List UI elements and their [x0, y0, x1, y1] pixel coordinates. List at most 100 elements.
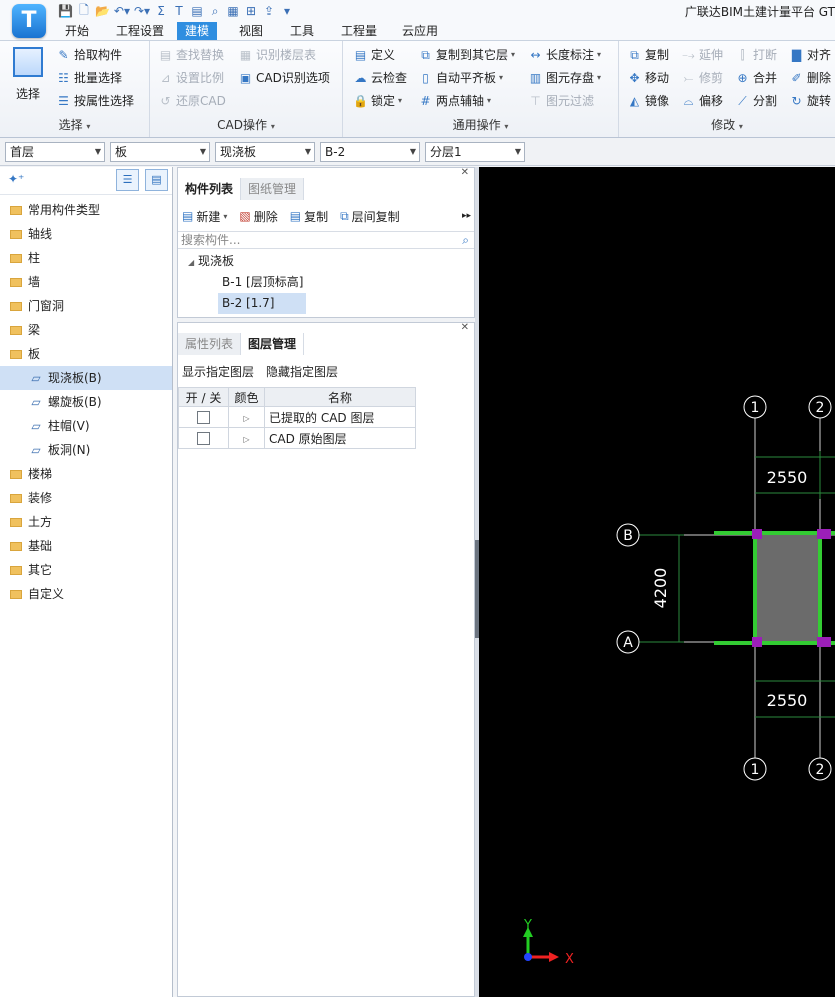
search-icon[interactable]: ⌕ [462, 233, 469, 247]
type-select[interactable]: 现浇板▼ [215, 142, 315, 162]
tree-folder-item[interactable]: 墙 [0, 270, 172, 294]
tree-child-item[interactable]: ▱板洞(N) [0, 438, 172, 462]
select-button[interactable]: 选择 [8, 45, 48, 109]
find-icon[interactable]: ⌕ [211, 3, 219, 18]
copy-between-floors-button[interactable]: ⧉层间复制 [340, 208, 400, 225]
new-button[interactable]: ▤新建▾ [182, 209, 228, 224]
export-icon[interactable]: ⇪ [264, 4, 275, 18]
restore-cad-button[interactable]: ↺还原CAD [158, 91, 225, 111]
close-icon[interactable]: ✕ [460, 322, 469, 333]
table-row[interactable]: ▷ CAD 原始图层 [178, 427, 416, 449]
layer-visibility-checkbox[interactable] [197, 432, 210, 445]
split-button[interactable]: ⟋分割 [735, 91, 777, 111]
slab-b2[interactable] [755, 535, 820, 642]
tab-start[interactable]: 开始 [65, 24, 90, 38]
tab-project-settings[interactable]: 工程设置 [116, 24, 165, 38]
column-1b[interactable] [752, 529, 762, 539]
component-item-b2[interactable]: B-2 [1.7] [218, 293, 306, 314]
tree-folder-item[interactable]: 柱 [0, 246, 172, 270]
save-icon[interactable]: 💾 [58, 4, 73, 18]
merge-button[interactable]: ⊕合并 [735, 68, 777, 88]
rotate-button[interactable]: ↻旋转 [789, 91, 831, 111]
text-icon[interactable]: T [175, 4, 183, 18]
tab-modeling[interactable]: 建模 [177, 22, 218, 40]
component-tree-root[interactable]: ◢ 现浇板 [184, 251, 238, 272]
tree-folder-item[interactable]: 其它 [0, 558, 172, 582]
copy-button[interactable]: ⧉复制 [627, 45, 669, 65]
cad-drawing-canvas[interactable]: 1 2 1 2 B A 2550 2550 4200 Y X [479, 167, 835, 997]
new-file-icon[interactable]: 🗋 [79, 2, 89, 17]
delete-component-button[interactable]: ▧删除 [239, 208, 277, 225]
tree-folder-item[interactable]: 自定义 [0, 582, 172, 606]
tree-folder-item[interactable]: 基础 [0, 534, 172, 558]
more-chevron-icon[interactable]: ▸▸ [461, 211, 471, 221]
trim-button[interactable]: ⤚修剪 [681, 68, 723, 88]
break-button[interactable]: ⫿打断 [735, 45, 777, 65]
dropdown-icon[interactable]: ▾ [284, 4, 291, 18]
batch-select-button[interactable]: ☷批量选择 [56, 68, 122, 88]
delete-button[interactable]: ✐删除 [789, 68, 831, 88]
expand-triangle-icon[interactable]: ▷ [243, 435, 250, 444]
component-select[interactable]: B-2▼ [320, 142, 420, 162]
app-logo[interactable]: T [12, 4, 46, 38]
find-replace-button[interactable]: ▤查找替换 [158, 45, 224, 65]
hide-layer-button[interactable]: 隐藏指定图层 [266, 364, 339, 379]
tab-property-list[interactable]: 属性列表 [178, 333, 242, 355]
element-filter-button[interactable]: ⊤图元过滤 [528, 91, 594, 111]
mirror-button[interactable]: ◭镜像 [627, 91, 669, 111]
tree-folder-item[interactable]: 门窗洞 [0, 294, 172, 318]
sum-icon[interactable]: Σ [157, 4, 165, 18]
list-view-icon[interactable]: ☰ [116, 169, 139, 191]
layer-select[interactable]: 分层1▼ [425, 142, 525, 162]
detail-view-icon[interactable]: ▤ [145, 169, 168, 191]
add-sparkle-icon[interactable]: ✦⁺ [8, 172, 25, 186]
tab-tools[interactable]: 工具 [290, 24, 315, 38]
expand-triangle-icon[interactable]: ▷ [243, 414, 250, 423]
tree-folder-item[interactable]: 常用构件类型 [0, 198, 172, 222]
cloud-check-button[interactable]: ☁云检查 [353, 68, 408, 88]
show-layer-button[interactable]: 显示指定图层 [182, 364, 255, 379]
tab-quantity[interactable]: 工程量 [341, 24, 378, 38]
floor-select[interactable]: 首层▼ [5, 142, 105, 162]
tab-component-list[interactable]: 构件列表 [178, 178, 242, 200]
pick-component-button[interactable]: ✎拾取构件 [56, 45, 122, 65]
modify-group-label[interactable]: 修改 ▾ [711, 118, 743, 132]
save-element-button[interactable]: ▥图元存盘▾ [528, 68, 601, 88]
tree-child-item[interactable]: ▱柱帽(V) [0, 414, 172, 438]
layer-visibility-checkbox[interactable] [197, 411, 210, 424]
move-button[interactable]: ✥移动 [627, 68, 669, 88]
tab-view[interactable]: 视图 [239, 24, 264, 38]
column-2b[interactable] [817, 529, 831, 539]
tab-layer-management[interactable]: 图层管理 [241, 333, 305, 355]
tree-folder-item[interactable]: 轴线 [0, 222, 172, 246]
tree-folder-item[interactable]: 楼梯 [0, 462, 172, 486]
open-icon[interactable]: 📂 [94, 4, 110, 18]
tab-drawing-management[interactable]: 图纸管理 [241, 178, 305, 200]
undo-icon[interactable]: ↶▾ [113, 4, 130, 18]
column-1a[interactable] [752, 637, 762, 647]
table-icon[interactable]: ▦ [227, 4, 239, 18]
tree-folder-item[interactable]: 梁 [0, 318, 172, 342]
tree-child-item[interactable]: ▱现浇板(B) [0, 366, 172, 390]
length-dimension-button[interactable]: ↔长度标注▾ [528, 45, 601, 65]
identify-floor-table-button[interactable]: ▦识别楼层表 [238, 45, 316, 65]
tree-folder-item[interactable]: 土方 [0, 510, 172, 534]
lock-button[interactable]: 🔒锁定▾ [353, 91, 402, 111]
align-button[interactable]: ▇对齐 [789, 45, 831, 65]
cad-recognition-options-button[interactable]: ▣CAD识别选项 [238, 68, 330, 88]
category-select[interactable]: 板▼ [110, 142, 210, 162]
column-2a[interactable] [817, 637, 831, 647]
offset-button[interactable]: ⌓偏移 [681, 91, 723, 111]
report-icon[interactable]: ▤ [191, 4, 203, 18]
tree-folder-item[interactable]: 装修 [0, 486, 172, 510]
grid-icon[interactable]: ⊞ [246, 4, 257, 18]
table-row[interactable]: ▷ 已提取的 CAD 图层 [178, 406, 416, 428]
set-scale-button[interactable]: ⊿设置比例 [158, 68, 224, 88]
copy-to-other-floor-button[interactable]: ⧉复制到其它层▾ [418, 45, 515, 65]
select-group-label[interactable]: 选择 ▾ [58, 118, 91, 132]
cad-group-label[interactable]: CAD操作 ▾ [217, 118, 275, 132]
extend-button[interactable]: ⤍延伸 [681, 45, 723, 65]
define-button[interactable]: ▤定义 [353, 45, 395, 65]
select-by-property-button[interactable]: ☰按属性选择 [56, 91, 134, 111]
component-item-b1[interactable]: B-1 [层顶标高] [222, 275, 304, 289]
